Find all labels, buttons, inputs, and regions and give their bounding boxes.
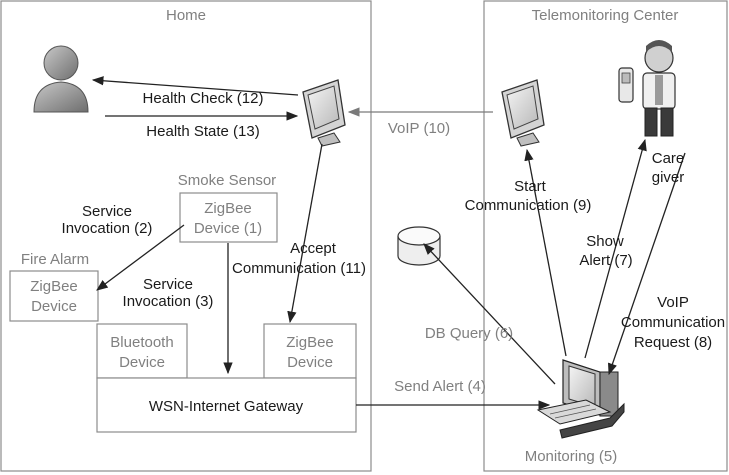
fire-alarm-zigbee-box: Fire Alarm ZigBee Device bbox=[9, 251, 99, 322]
zigbee-right-line1: ZigBee bbox=[286, 334, 334, 351]
voip-request-line1: VoIP bbox=[657, 294, 689, 311]
accept-comm-line2: Communication (11) bbox=[232, 260, 366, 277]
accept-communication-arrow bbox=[287, 143, 323, 324]
smoke-zigbee-line1: ZigBee bbox=[204, 200, 252, 217]
bluetooth-line1: Bluetooth bbox=[110, 334, 173, 351]
gateway-label: WSN-Internet Gateway bbox=[149, 398, 304, 415]
show-alert-arrow bbox=[584, 138, 647, 359]
zigbee-right-line2: Device bbox=[287, 354, 333, 371]
start-communication-arrow bbox=[524, 148, 567, 357]
voip-request-line2: Communication bbox=[621, 314, 725, 331]
smoke-sensor-label: Smoke Sensor bbox=[178, 172, 276, 189]
accept-comm-line1: Accept bbox=[290, 240, 337, 257]
patient-person-icon bbox=[33, 45, 89, 113]
service-invocation-2-line1: Service bbox=[82, 203, 132, 220]
voip-request-arrow bbox=[607, 152, 686, 376]
show-alert-line1: Show bbox=[586, 233, 624, 250]
smoke-zigbee-line2: Device (1) bbox=[194, 220, 262, 237]
monitoring-workstation-icon bbox=[536, 359, 625, 439]
fire-zigbee-line2: Device bbox=[31, 298, 77, 315]
monitoring-label: Monitoring (5) bbox=[525, 448, 618, 465]
care-giver-line2: giver bbox=[652, 169, 685, 186]
send-alert-label: Send Alert (4) bbox=[394, 378, 486, 395]
service-invocation-3-line1: Service bbox=[143, 276, 193, 293]
health-check-label: Health Check (12) bbox=[143, 90, 264, 107]
service-invocation-2-arrow bbox=[96, 224, 185, 291]
health-state-label: Health State (13) bbox=[146, 123, 259, 140]
voip-label: VoIP (10) bbox=[388, 120, 450, 137]
home-monitor-icon bbox=[302, 79, 346, 147]
service-invocation-3-line2: Invocation (3) bbox=[123, 293, 214, 310]
fire-alarm-label: Fire Alarm bbox=[21, 251, 89, 268]
care-giver-icon bbox=[618, 40, 676, 137]
fire-zigbee-line1: ZigBee bbox=[30, 278, 78, 295]
care-giver-line1: Care bbox=[652, 150, 685, 167]
zigbee-right-box: ZigBee Device bbox=[263, 323, 357, 379]
service-invocation-2-line2: Invocation (2) bbox=[62, 220, 153, 237]
database-icon bbox=[397, 226, 441, 266]
start-comm-line1: Start bbox=[514, 178, 547, 195]
wsn-internet-gateway-box: WSN-Internet Gateway bbox=[96, 377, 357, 433]
show-alert-line2: Alert (7) bbox=[579, 252, 632, 269]
health-check-arrow bbox=[91, 76, 299, 96]
center-monitor-icon bbox=[501, 79, 545, 147]
center-title: Telemonitoring Center bbox=[532, 7, 679, 24]
home-title: Home bbox=[166, 7, 206, 24]
bluetooth-device-box: Bluetooth Device bbox=[96, 323, 188, 379]
start-comm-line2: Communication (9) bbox=[465, 197, 592, 214]
db-query-label: DB Query (6) bbox=[425, 325, 513, 342]
db-query-arrow bbox=[423, 243, 556, 385]
voip-request-line3: Request (8) bbox=[634, 334, 712, 351]
smoke-sensor-zigbee-box: Smoke Sensor ZigBee Device (1) bbox=[178, 172, 278, 243]
bluetooth-line2: Device bbox=[119, 354, 165, 371]
